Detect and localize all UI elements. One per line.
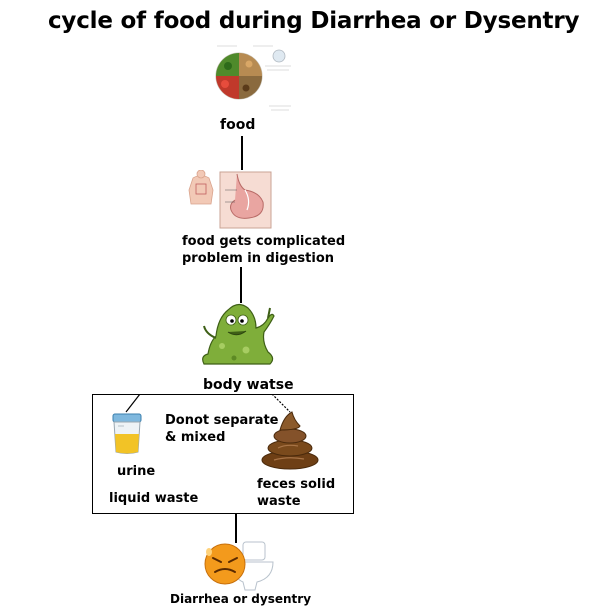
poop-icon [261, 411, 319, 470]
waste-box [92, 394, 354, 514]
body-waste-label: body watse [203, 377, 294, 393]
outcome-label: Diarrhea or dysentry [170, 592, 312, 606]
mixed-note-label: Donot separate & mixed [165, 413, 279, 445]
connector-line [235, 513, 237, 543]
stomach-icon [188, 170, 272, 229]
urine-cup-icon [112, 413, 142, 454]
toilet-emoji-icon [204, 541, 274, 591]
food-plate-icon [215, 45, 291, 111]
connector-line [240, 267, 242, 303]
digestion-label: food gets complicated problem in digesti… [182, 234, 346, 266]
pointer-lines [125, 394, 291, 413]
urine-label: urine [117, 464, 156, 479]
waste-monster-icon [202, 303, 275, 365]
diagram-title: cycle of food during Diarrhea or Dysentr… [48, 8, 580, 34]
food-label: food [220, 117, 256, 133]
connector-line [241, 136, 243, 170]
feces-label: feces solid waste [257, 477, 336, 509]
liquid-waste-label: liquid waste [109, 491, 199, 506]
